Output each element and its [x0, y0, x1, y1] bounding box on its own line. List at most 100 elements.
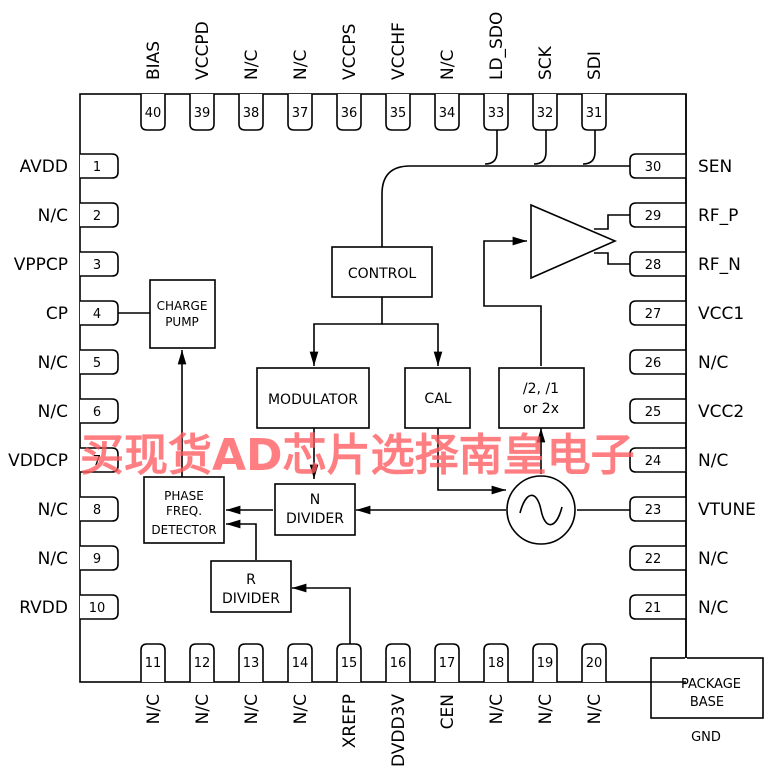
pin-5-n-c: 5N/C [38, 349, 119, 375]
pin-number: 8 [93, 503, 101, 518]
wire-pin32 [533, 130, 547, 165]
pin-number: 21 [645, 601, 662, 616]
pin-6-n-c: 6N/C [38, 398, 119, 424]
pin-number: 26 [645, 356, 662, 371]
vco-symbol [506, 475, 576, 545]
pin-number: 25 [645, 405, 662, 420]
wire-rdivider-pfd [226, 519, 257, 560]
wire-xrefp-rdivider [292, 583, 351, 644]
pin-name: N/C [38, 402, 68, 422]
pin-name: XREFP [340, 694, 360, 748]
wire-amp-rfp [594, 214, 630, 230]
pin-32-sck: 32 SCK [532, 45, 558, 131]
pin-name: VDDCP [8, 451, 68, 471]
pin-name: DVDD3V [389, 694, 409, 767]
pin-name: SCK [536, 45, 556, 80]
pin-number: 18 [488, 656, 505, 671]
pin-pad [80, 496, 119, 522]
pin-name: AVDD [20, 157, 68, 177]
pin-pad [581, 94, 607, 131]
pin-name: VCC1 [698, 304, 744, 324]
pfd-label-3: DETECTOR [151, 523, 216, 537]
wire-spi-bus [381, 165, 630, 247]
pin-name: N/C [698, 549, 728, 569]
pin-number: 5 [93, 356, 101, 371]
n-divider-label-1: N [310, 492, 320, 508]
pin-pad [140, 643, 166, 682]
control-label: CONTROL [348, 266, 417, 282]
pin-name: N/C [38, 206, 68, 226]
pin-name: RF_P [698, 206, 738, 226]
pin-pad [483, 94, 509, 131]
sine-wave-icon [519, 494, 563, 526]
pin-12-n-c: 12N/C [189, 643, 215, 724]
pin-number: 32 [537, 106, 554, 121]
pin-number: 17 [439, 656, 456, 671]
pin-38-n-c: 38 N/C [238, 50, 264, 131]
pin-number: 10 [89, 601, 106, 616]
pin-name: N/C [193, 694, 213, 724]
pin-number: 34 [439, 106, 456, 121]
wire-control-cal [382, 323, 443, 366]
pin-number: 33 [488, 106, 505, 121]
pins-layer: 40BIAS39VCCPD38N/C37N/C36VCCPS35VCCHF34N… [8, 12, 756, 767]
package-base-label-1: PACKAGE [681, 677, 741, 692]
pin-13-n-c: 13N/C [238, 643, 264, 724]
pin-number: 14 [292, 656, 309, 671]
pin-pad [80, 251, 119, 277]
pin-name: N/C [242, 694, 262, 724]
pin-name: N/C [38, 500, 68, 520]
pin-number: 39 [194, 106, 211, 121]
pin-number: 3 [93, 258, 101, 273]
pin-19-n-c: 19N/C [532, 643, 558, 724]
wire-pin31 [582, 130, 596, 165]
pfd-label-1: PHASE [164, 489, 204, 503]
pin-pad [532, 643, 558, 682]
pin-2-n-c: 2N/C [38, 202, 119, 228]
pin-number: 16 [390, 656, 407, 671]
r-divider-label-1: R [246, 572, 256, 588]
multiplier-label-1: /2, /1 [523, 381, 559, 397]
pfd-label-2: FREQ. [166, 504, 202, 518]
pin-9-n-c: 9N/C [38, 545, 119, 571]
pin-4-cp: 4 CP [46, 300, 119, 326]
pin-pad [80, 545, 119, 571]
pin-name: CEN [438, 694, 458, 729]
pin-name: N/C [487, 694, 507, 724]
pin-pad [80, 594, 119, 620]
pin-number: 4 [93, 307, 101, 322]
pin-name: CP [46, 304, 68, 324]
pin-pad [629, 594, 686, 620]
pin-pad [140, 94, 166, 131]
watermark-text: 买现货AD芯片选择南皇电子 [80, 430, 635, 481]
pin-number: 1 [93, 160, 101, 175]
gnd-label: GND [691, 730, 721, 745]
pin-name: N/C [38, 549, 68, 569]
pin-name: N/C [242, 50, 262, 80]
charge-pump-label-2: PUMP [165, 315, 199, 329]
pin-pad [385, 94, 411, 131]
pin-number: 36 [341, 106, 358, 121]
pin-pad [532, 94, 558, 131]
pin-name: SEN [698, 157, 732, 177]
pin-pad [238, 94, 264, 131]
pin-number: 12 [194, 656, 211, 671]
pin-pad [581, 643, 607, 682]
pin-pad [189, 643, 215, 682]
pin-pad [629, 300, 686, 326]
pin-number: 38 [243, 106, 260, 121]
pin-number: 13 [243, 656, 260, 671]
